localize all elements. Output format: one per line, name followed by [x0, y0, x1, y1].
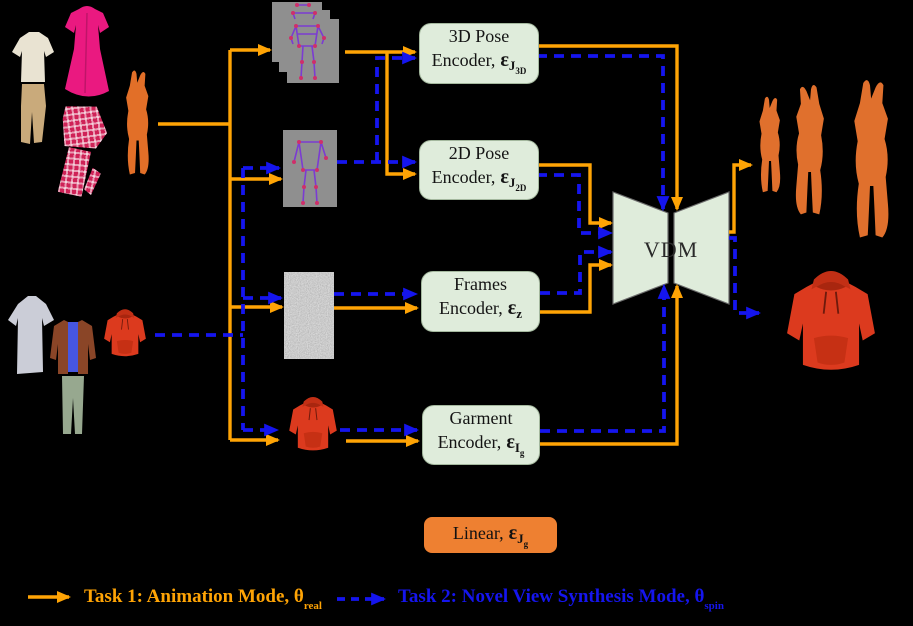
- garment-hoodie-image: [280, 384, 346, 464]
- encoder-3d-pose: 3D Pose Encoder,εJ3D: [419, 23, 539, 84]
- output-animation-figure-medium: [788, 80, 834, 218]
- gray-tshirt-image: [6, 292, 58, 380]
- output-animation-figure-large: [833, 74, 907, 242]
- task2-novel-view-flow: [155, 51, 762, 606]
- encoder-garment: Garment Encoder,εIg: [422, 405, 540, 465]
- encoder-frames: Frames Encoder,εz: [421, 271, 540, 332]
- vdm-label: VDM: [643, 237, 699, 262]
- linear-block: Linear,εJg: [424, 517, 557, 553]
- encoder-2d-pose-line1: 2D Pose: [448, 142, 510, 163]
- orange-jumpsuit-figure-image: [118, 62, 155, 182]
- encoder-garment-line1: Garment: [449, 407, 513, 428]
- arrow-segment: [537, 163, 613, 229]
- noise-frames-image: [284, 272, 334, 359]
- encoder-garment-line2: Encoder,εIg: [437, 430, 525, 458]
- pose2d-skeleton-image: [283, 130, 337, 207]
- encoder-2d-pose: 2D Pose Encoder,εJ2D: [419, 140, 539, 200]
- arrow-segment: [375, 51, 418, 162]
- encoder-frames-line2: Encoder,εz: [438, 297, 523, 321]
- encoder-2d-pose-line2: Encoder,εJ2D: [431, 165, 527, 193]
- arrow-segment: [385, 52, 417, 180]
- arrow-segment: [729, 236, 762, 320]
- legend-task1: Task 1: Animation Mode, θreal: [84, 586, 322, 612]
- legend-task2: Task 2: Novel View Synthesis Mode, θspin: [398, 586, 724, 612]
- pose2d-frame: [283, 130, 337, 207]
- arrow-segment: [537, 44, 683, 211]
- arrow-segment: [537, 173, 614, 240]
- encoder-3d-pose-line1: 3D Pose: [448, 26, 510, 46]
- output-novel-view-hoodie-image: [770, 250, 892, 392]
- brown-jacket-outfit-image: [46, 314, 102, 438]
- arrow-segment: [540, 284, 683, 446]
- arrow-segment: [537, 54, 670, 212]
- linear-label: Linear,εJg: [452, 521, 529, 549]
- arrow-segment: [540, 283, 671, 433]
- output-animation-figure-small: [752, 92, 786, 196]
- encoder-frames-line1: Frames: [454, 274, 507, 294]
- task1-animation-flow: [28, 44, 753, 603]
- arrow-segment: [540, 245, 614, 295]
- cream-outfit-image: [6, 30, 60, 152]
- arrow-segment: [729, 159, 753, 234]
- vdm-hourglass-shape: [612, 191, 730, 305]
- encoder-3d-pose-line2: Encoder,εJ3D: [431, 49, 527, 76]
- pose3d-skeleton-image: [289, 2, 337, 82]
- arrow-segment: [540, 259, 613, 314]
- magenta-dress-image: [57, 3, 117, 107]
- red-hoodie-image: [96, 291, 154, 375]
